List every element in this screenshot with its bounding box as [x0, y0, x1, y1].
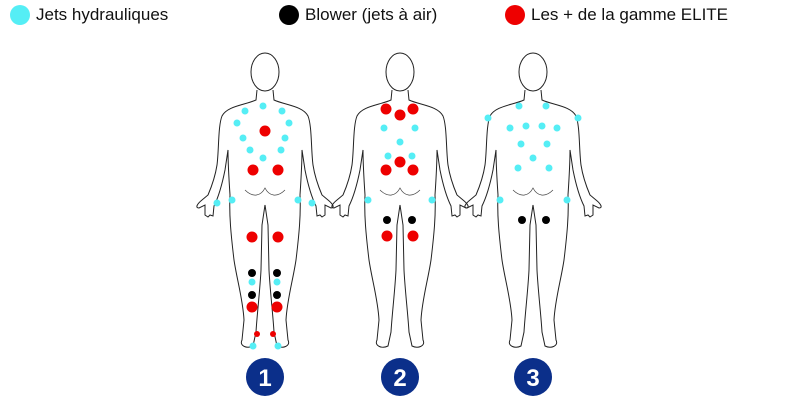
- hydraulic-jet-dot: [213, 199, 221, 207]
- blower-jet-dot: [542, 216, 550, 224]
- hydraulic-jet-dot: [228, 196, 236, 204]
- elite-jet-dot: [270, 331, 276, 337]
- figure-badge-2: 2: [381, 358, 419, 396]
- hydraulic-jet-dot: [233, 119, 241, 127]
- hydraulic-jet-dot: [529, 154, 537, 162]
- hydraulic-jet-dot: [274, 342, 282, 350]
- figure-badge-1: 1: [246, 358, 284, 396]
- hydraulic-jet-dot: [515, 102, 523, 110]
- hydraulic-jet-dot: [364, 196, 372, 204]
- hydraulic-jet-dot: [484, 114, 492, 122]
- elite-jet-dot: [272, 231, 284, 243]
- hydraulic-jet-dot: [396, 138, 404, 146]
- hydraulic-jet-dot: [241, 107, 249, 115]
- elite-jet-dot: [247, 164, 259, 176]
- badge-number: 3: [526, 365, 539, 392]
- body-figure-3: [465, 53, 601, 347]
- elite-jet-dot: [407, 230, 419, 242]
- hydraulic-jet-dot: [239, 134, 247, 142]
- legend-item-blower: Blower (jets à air): [279, 5, 437, 25]
- hydraulic-jet-dot: [514, 164, 522, 172]
- hydraulic-jet-dot: [380, 124, 388, 132]
- figure-badge-3: 3: [514, 358, 552, 396]
- blower-jet-dot: [383, 216, 391, 224]
- blower-jet-dot: [248, 291, 256, 299]
- blower-jet-dot: [518, 216, 526, 224]
- hydraulic-jet-dot: [517, 140, 525, 148]
- hydraulic-jet-dot: [277, 146, 285, 154]
- legend-item-elite: Les + de la gamme ELITE: [505, 5, 728, 25]
- elite-jet-dot: [394, 109, 406, 121]
- hydraulic-jet-dot: [496, 196, 504, 204]
- hydraulic-jet-dot: [522, 122, 530, 130]
- hydraulic-jet-dot: [285, 119, 293, 127]
- legend-item-hydraulic-jets: Jets hydrauliques: [10, 5, 168, 25]
- cyan-dot-icon: [10, 5, 30, 25]
- hydraulic-jet-dot: [545, 164, 553, 172]
- hydraulic-jet-dot: [249, 342, 257, 350]
- elite-jet-dot: [380, 164, 392, 176]
- hydraulic-jet-dot: [553, 124, 561, 132]
- elite-jet-dot: [394, 156, 406, 168]
- legend-label: Jets hydrauliques: [36, 5, 169, 24]
- hydraulic-jet-dot: [281, 134, 289, 142]
- hydraulic-jet-dot: [408, 152, 416, 160]
- hydraulic-jet-dot: [506, 124, 514, 132]
- hydraulic-jet-dot: [563, 196, 571, 204]
- hydraulic-jet-dot: [278, 107, 286, 115]
- body-figure-2: [332, 53, 468, 347]
- hydraulic-jet-dot: [411, 124, 419, 132]
- elite-jet-dot: [407, 103, 419, 115]
- elite-jet-dot: [381, 230, 393, 242]
- elite-jet-dot: [407, 164, 419, 176]
- hydraulic-jet-dot: [428, 196, 436, 204]
- red-dot-icon: [505, 5, 525, 25]
- elite-jet-dot: [246, 301, 258, 313]
- elite-jet-dot: [271, 301, 283, 313]
- hydraulic-jet-dot: [259, 154, 267, 162]
- hydraulic-jet-dot: [308, 199, 316, 207]
- badge-number: 2: [393, 365, 406, 392]
- hydraulic-jet-dot: [259, 102, 267, 110]
- blower-jet-dot: [408, 216, 416, 224]
- hydraulic-jet-dot: [542, 102, 550, 110]
- elite-jet-dot: [254, 331, 260, 337]
- legend-label: Les + de la gamme ELITE: [531, 5, 729, 24]
- blower-jet-dot: [273, 269, 281, 277]
- hydraulic-jet-dot: [246, 146, 254, 154]
- elite-jet-dot: [380, 103, 392, 115]
- elite-jet-dot: [272, 164, 284, 176]
- hydraulic-jet-dot: [248, 278, 256, 286]
- elite-jet-dot: [246, 231, 258, 243]
- badge-number: 1: [258, 365, 271, 392]
- blower-jet-dot: [248, 269, 256, 277]
- hydraulic-jet-dot: [543, 140, 551, 148]
- black-dot-icon: [279, 5, 299, 25]
- blower-jet-dot: [273, 291, 281, 299]
- elite-jet-dot: [259, 125, 271, 137]
- hydraulic-jet-dot: [574, 114, 582, 122]
- hydraulic-jet-dot: [273, 278, 281, 286]
- hydraulic-jet-dot: [384, 152, 392, 160]
- legend-label: Blower (jets à air): [305, 5, 438, 24]
- hydraulic-jet-dot: [294, 196, 302, 204]
- hydraulic-jet-dot: [538, 122, 546, 130]
